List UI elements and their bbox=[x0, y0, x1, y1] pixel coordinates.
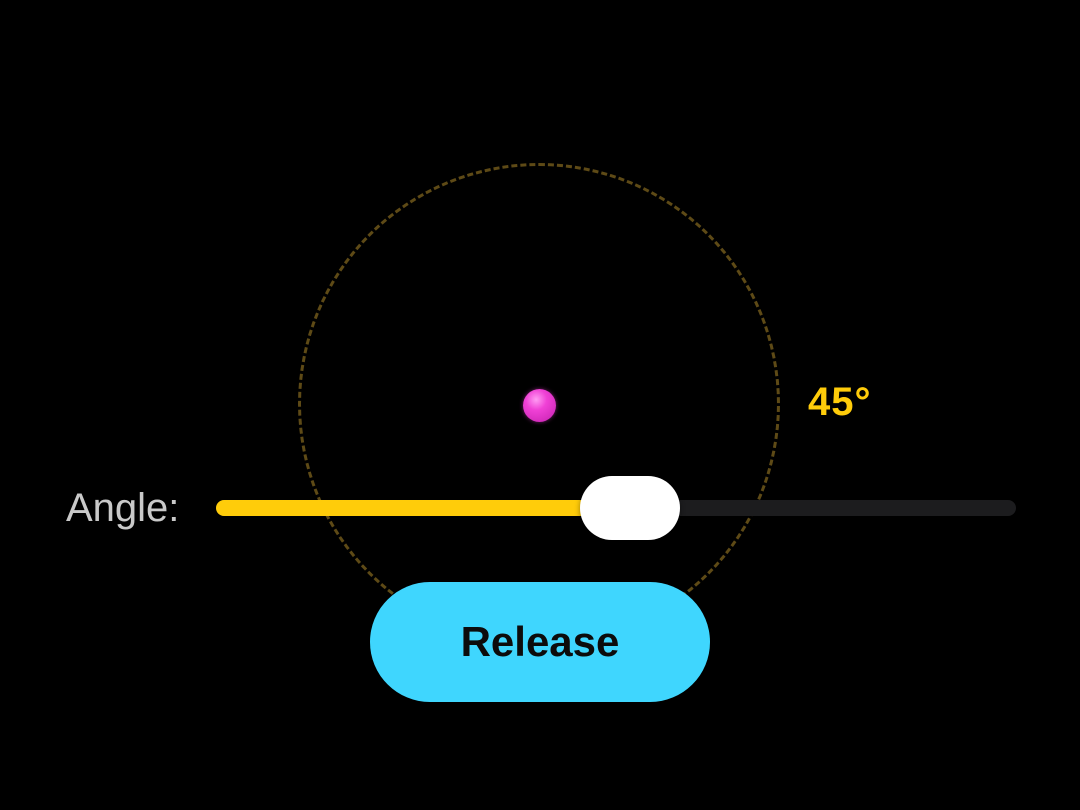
release-button[interactable]: Release bbox=[370, 582, 710, 702]
angle-slider[interactable] bbox=[216, 476, 1016, 540]
angle-readout: 45° bbox=[808, 380, 872, 424]
slider-fill bbox=[216, 500, 630, 516]
slider-thumb[interactable] bbox=[580, 476, 680, 540]
pendulum-ball bbox=[523, 389, 556, 422]
angle-slider-label: Angle: bbox=[66, 486, 180, 530]
